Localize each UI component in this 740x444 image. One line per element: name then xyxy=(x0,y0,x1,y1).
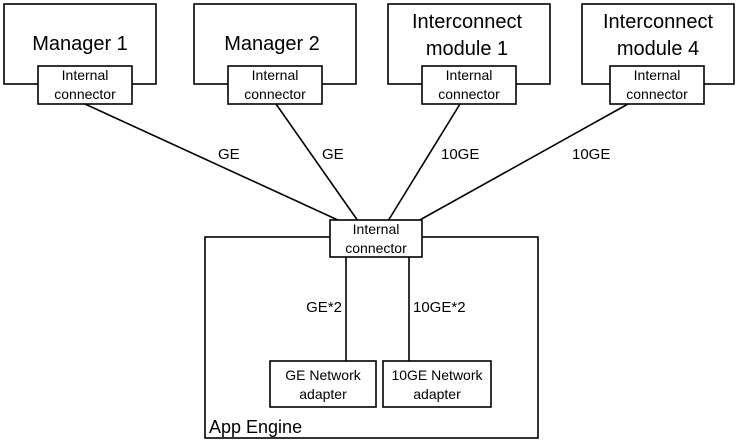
link-label-manager-1: GE xyxy=(218,146,240,163)
link-interconnect-4 xyxy=(417,103,629,222)
link-label-manager-2: GE xyxy=(322,146,344,163)
app-engine-connector-label-line-2: connector xyxy=(345,240,407,256)
module-title-line-2: module 4 xyxy=(617,38,699,60)
internal-connector-box xyxy=(421,65,517,105)
module-interconnect-4: Interconnect module 4 Internal connector xyxy=(581,3,735,105)
ge-network-adapter-label-line-1: GE Network xyxy=(285,367,361,383)
10ge-network-adapter-label-line-1: 10GE Network xyxy=(391,367,483,383)
10ge-network-adapter-label-line-2: adapter xyxy=(413,386,461,402)
internal-connector-label-line-2: connector xyxy=(244,86,306,102)
module-manager-1: Manager 1 Internal connector xyxy=(3,3,157,105)
link-manager-2 xyxy=(275,103,359,222)
internal-connector-box xyxy=(37,65,133,105)
module-title: Manager 2 xyxy=(224,33,320,55)
module-title: Manager 1 xyxy=(32,33,128,55)
app-engine: Internal connector GE*2 10GE*2 GE Networ… xyxy=(204,219,539,439)
module-interconnect-1: Interconnect module 1 Internal connector xyxy=(387,3,551,105)
internal-connector-box xyxy=(227,65,323,105)
ge-network-adapter-label-line-2: adapter xyxy=(299,386,347,402)
link-label-interconnect-4: 10GE xyxy=(572,146,610,163)
internal-link-label-ge: GE*2 xyxy=(306,299,342,316)
internal-connector-label-line-1: Internal xyxy=(446,67,493,83)
link-interconnect-1 xyxy=(387,103,461,222)
10ge-network-adapter-box xyxy=(382,360,492,408)
internal-connector-label-line-1: Internal xyxy=(252,67,299,83)
app-engine-connector-label-line-1: Internal xyxy=(353,221,400,237)
internal-connector-label-line-1: Internal xyxy=(634,67,681,83)
internal-connector-label-line-2: connector xyxy=(438,86,500,102)
app-engine-box xyxy=(204,236,539,439)
app-engine-internal-connector-box xyxy=(329,219,423,258)
module-title-line-1: Interconnect xyxy=(412,11,523,33)
ge-network-adapter-box xyxy=(269,360,377,408)
module-title-line-1: Interconnect xyxy=(603,11,714,33)
module-manager-2: Manager 2 Internal connector xyxy=(193,3,357,105)
link-manager-1 xyxy=(84,103,341,222)
internal-connector-label-line-1: Internal xyxy=(62,67,109,83)
internal-connector-box xyxy=(609,65,705,105)
link-label-interconnect-1: 10GE xyxy=(441,146,479,163)
internal-link-label-10ge: 10GE*2 xyxy=(413,299,466,316)
internal-connector-label-line-2: connector xyxy=(54,86,116,102)
module-title-line-2: module 1 xyxy=(426,38,508,60)
app-engine-title: App Engine xyxy=(209,417,302,437)
internal-connector-label-line-2: connector xyxy=(626,86,688,102)
